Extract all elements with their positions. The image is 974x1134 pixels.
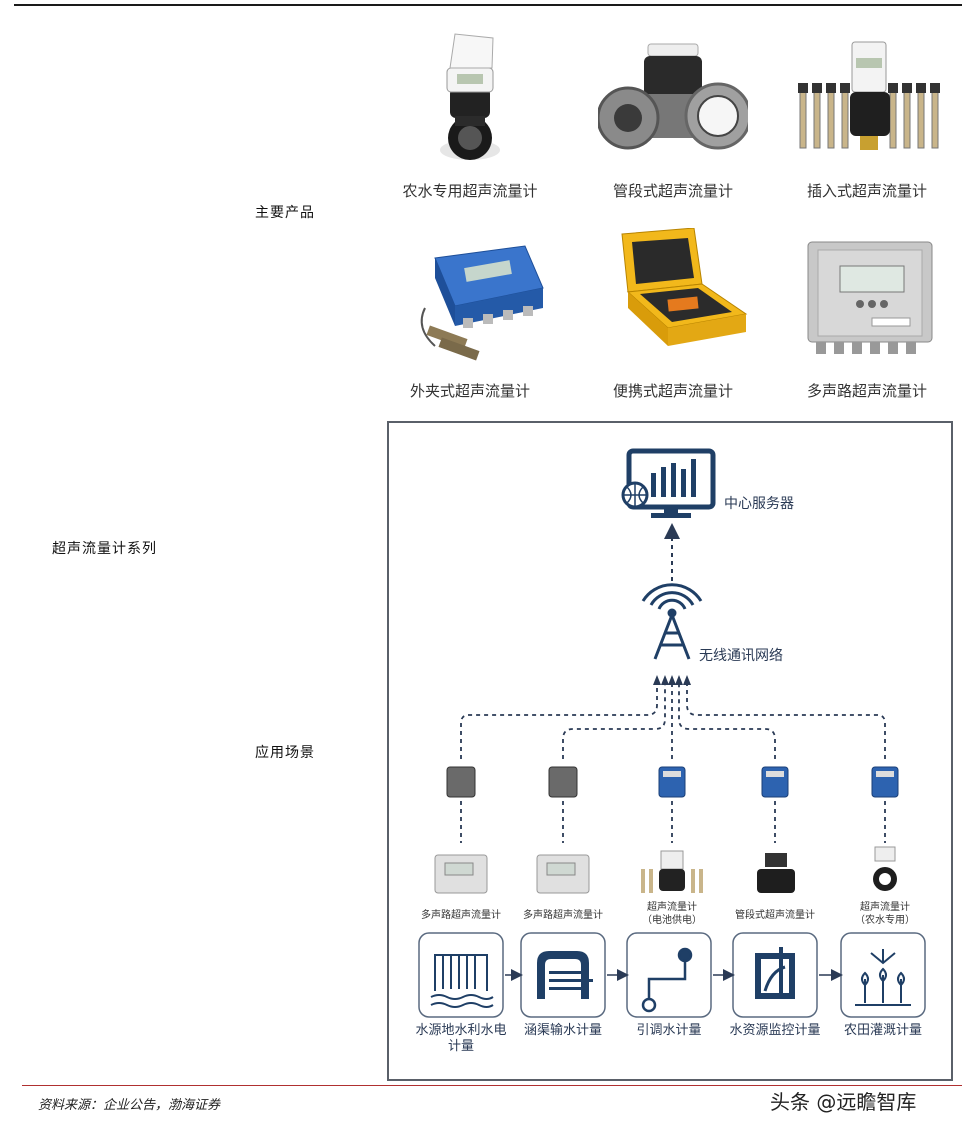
product-caption: 管段式超声流量计	[612, 182, 733, 200]
water-monitoring-icon	[755, 947, 795, 999]
product-caption: 便携式超声流量计	[612, 382, 733, 400]
stage-label: 引调水计量	[636, 1023, 702, 1038]
top-rule	[14, 4, 962, 6]
diagram-graphics	[418, 448, 926, 1018]
portable-meter-image	[621, 227, 748, 346]
label-series: 超声流量计系列	[52, 541, 157, 557]
meter-icons	[434, 846, 897, 894]
flanged-pipe-meter-image	[596, 43, 752, 150]
gateway-icons	[446, 766, 899, 798]
product-multipath-meter: 多声路超声流量计	[772, 228, 962, 401]
water-diversion-icon	[641, 947, 693, 1013]
product-caption: 插入式超声流量计	[806, 182, 927, 200]
clamp-on-meter-image	[420, 245, 544, 361]
agri-water-meter-image	[440, 33, 500, 160]
server-label: 中心服务器	[724, 496, 794, 512]
product-agri-meter: 农水专用超声流量计	[375, 28, 565, 201]
product-caption: 多声路超声流量计	[806, 382, 927, 400]
stage-label: 水资源监控计量	[729, 1023, 821, 1038]
network-label: 无线通讯网络	[699, 648, 783, 664]
product-caption: 外夹式超声流量计	[409, 382, 530, 400]
product-caption: 农水专用超声流量计	[402, 182, 538, 200]
product-pipe-meter: 管段式超声流量计	[578, 28, 768, 201]
label-scenarios: 应用场景	[255, 745, 315, 761]
bottom-rule	[22, 1085, 962, 1086]
product-portable-meter: 便携式超声流量计	[578, 227, 768, 401]
device-label: 超声流量计 （农水专用）	[855, 902, 915, 926]
reservoir-dam-icon	[430, 954, 494, 1008]
source-note: 资料来源：企业公告，渤海证券	[38, 1098, 221, 1113]
device-label: 超声流量计 （电池供电）	[642, 902, 702, 926]
application-diagram: 中心服务器 无线通讯网络 多声路超声流量计 多声路超声流量计 超声流量计 （电池…	[387, 421, 953, 1081]
watermark: 头条 @远瞻智库	[770, 1090, 917, 1114]
stage-label: 涵渠输水计量	[523, 1023, 602, 1038]
label-main-products: 主要产品	[255, 205, 315, 221]
product-clamp-meter: 外夹式超声流量计	[375, 228, 565, 401]
irrigation-icon	[855, 949, 911, 1006]
server-monitor-icon	[621, 448, 716, 518]
device-label: 管段式超声流量计	[735, 910, 815, 921]
stage-label: 农田灌溉计量	[843, 1023, 922, 1038]
product-insertion-meter: 插入式超声流量计	[772, 28, 962, 201]
wireless-tower-icon	[641, 583, 703, 660]
culvert-icon	[537, 951, 593, 999]
insertion-meter-image	[798, 41, 940, 150]
stage-label: 水源地水利水电 计量	[415, 1023, 507, 1054]
device-label: 多声路超声流量计	[421, 910, 501, 921]
device-label: 多声路超声流量计	[523, 910, 603, 921]
multi-path-meter-image	[807, 241, 933, 354]
